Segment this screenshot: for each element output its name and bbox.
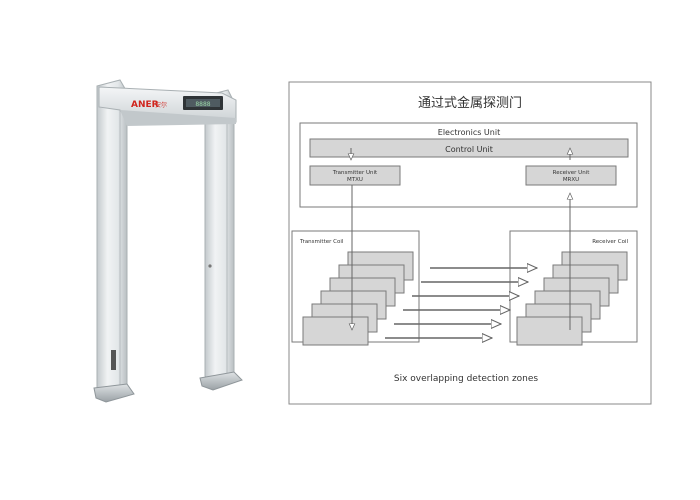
left-pillar [96,79,128,397]
detection-field-arrows [385,268,537,338]
receiver-unit-line2: MRXU [563,177,579,183]
top-crossbar: ANER 安尔 8888 [98,86,237,126]
transmitter-unit-box [309,165,401,186]
schematic-diagram: 通过式金属探测门 Electronics Unit Control Unit T… [288,81,652,405]
display-readout: 8888 [195,101,210,108]
diagram-title: 通过式金属探测门 [418,95,522,111]
transmitter-coil-panels [302,251,414,346]
electronics-unit-label: Electronics Unit [438,128,500,137]
transmitter-coil-label: Transmitter Coil [299,239,344,245]
transmitter-unit-line2: MTXU [347,177,363,183]
control-unit-box [309,138,629,158]
receiver-unit-line1: Receiver Unit [553,170,591,176]
receiver-coil-label: Receiver Coil [592,239,628,245]
control-unit-label: Control Unit [445,145,493,154]
side-light-left [111,350,116,370]
diagram-frame [288,81,652,405]
transmitter-coil-panel [302,316,369,346]
receiver-coil-panels [516,251,628,346]
right-pillar [204,89,235,385]
side-screw [208,264,212,268]
brand-logo-cn: 安尔 [155,101,167,109]
electronics-unit-box [299,122,638,208]
transmitter-unit-line1: Transmitter Unit [332,170,378,176]
receiver-unit-box [525,165,617,186]
metal-detector-gate: ANER 安尔 8888 [93,79,243,403]
transmitter-signal-line [351,148,352,330]
base-feet [93,371,243,403]
diagram-caption: Six overlapping detection zones [394,374,539,384]
receiver-coil-panel [516,316,583,346]
brand-logo: ANER [131,100,159,110]
